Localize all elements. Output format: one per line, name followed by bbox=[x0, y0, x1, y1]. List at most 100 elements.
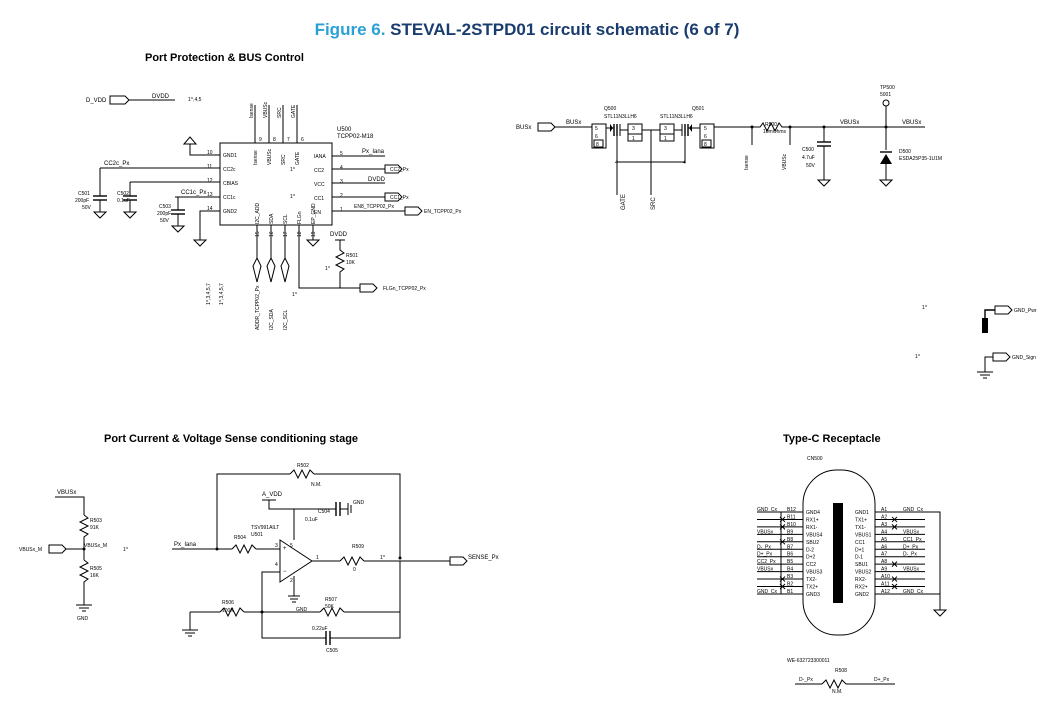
typec-pin-number: B4 bbox=[787, 567, 793, 573]
net-port bbox=[280, 256, 290, 283]
r508-resistor bbox=[821, 678, 847, 690]
typec-pin-number: B12 bbox=[787, 507, 796, 513]
typec-pin-name: D+2 bbox=[806, 555, 816, 561]
cc1c-px-label: CC1c_Px bbox=[181, 190, 206, 196]
r507-ref: R507 bbox=[325, 597, 337, 603]
u500-top-net-label: GATE bbox=[291, 104, 297, 118]
ref-145: 1^,4,5 bbox=[188, 97, 202, 103]
r502-resistor bbox=[289, 468, 315, 480]
isense-net-label: Isense bbox=[744, 155, 750, 170]
typec-pin-number: B1 bbox=[787, 589, 793, 595]
c501-voltage: 50V bbox=[82, 205, 92, 211]
gnd-sign-flag bbox=[992, 352, 1011, 362]
svg-text:−: − bbox=[283, 569, 287, 575]
src-net-label: SRC bbox=[651, 197, 657, 210]
typec-pin-name: GND2 bbox=[855, 592, 869, 598]
sense-gnd2-label: GND bbox=[353, 500, 365, 506]
sense-mark-2: 1^ bbox=[380, 555, 386, 561]
gnd-symbol bbox=[182, 136, 198, 145]
typec-pin-name: RX2+ bbox=[855, 585, 868, 591]
d-vdd-label: D_VDD bbox=[86, 98, 107, 104]
r507-value: 50K bbox=[325, 604, 335, 610]
opamp-ref: U501 bbox=[251, 532, 263, 538]
u500-pin-name: GATE bbox=[295, 151, 301, 165]
r501-mark: 1^ bbox=[325, 266, 331, 272]
sense-px-flag bbox=[449, 556, 468, 566]
typec-pin-name: VBUS4 bbox=[806, 532, 823, 538]
u500-pin-number: 8 bbox=[273, 137, 276, 143]
typec-pin-name: D+1 bbox=[855, 547, 865, 553]
gnd-symbol bbox=[92, 211, 108, 219]
cn500-ref: CN500 bbox=[807, 456, 823, 462]
gnd-symbol bbox=[932, 609, 948, 617]
svg-text:8: 8 bbox=[704, 142, 707, 148]
typec-pin-name: D-1 bbox=[855, 555, 863, 561]
typec-net-label: D+_Px bbox=[903, 544, 919, 550]
typec-pin-number: B6 bbox=[787, 552, 793, 558]
cn500-part: WE-632723300011 bbox=[787, 658, 830, 664]
svg-text:1: 1 bbox=[632, 136, 635, 142]
sense-px-label: SENSE_Px bbox=[468, 555, 499, 561]
r502-value: N.M. bbox=[311, 482, 322, 488]
typec-pin-name: GND1 bbox=[855, 510, 869, 516]
r503-ref: R503 bbox=[90, 518, 102, 524]
u500-pin-name: VCC bbox=[314, 182, 325, 188]
flgn-out-label: FLGn_TCPP02_Px bbox=[383, 286, 426, 292]
net-flag bbox=[384, 164, 403, 174]
tp500-ref: TP500 bbox=[880, 85, 895, 91]
typec-net-label: VBUSx bbox=[903, 529, 920, 535]
u500-pin-number: 10 bbox=[207, 150, 213, 156]
typec-pin-name: TX2+ bbox=[806, 585, 818, 591]
c500-value: 4.7uF bbox=[802, 155, 815, 161]
r501-ref: R501 bbox=[346, 253, 358, 259]
typec-pin-name: SBU2 bbox=[806, 540, 819, 546]
typec-net-label: VBUSx bbox=[757, 567, 774, 573]
typec-pin-number: B7 bbox=[787, 544, 793, 550]
typec-pin-number: B10 bbox=[787, 522, 796, 528]
sense-stage-block: VBUSx R503 91K VBUSx_M VBUSx_M 1^ R505 1… bbox=[19, 463, 499, 654]
gnd-symbol bbox=[816, 179, 832, 187]
sense-gnd-label: GND bbox=[77, 616, 89, 622]
no-connect-mark bbox=[891, 516, 898, 523]
r505-value: 16K bbox=[90, 573, 100, 579]
d500-ref: D500 bbox=[899, 149, 911, 155]
u500-top-net-label: VBUSc bbox=[263, 101, 269, 118]
u500-pin-name: FLGn bbox=[297, 211, 303, 224]
r506-resistor bbox=[219, 606, 245, 618]
vbusx-m-net: VBUSx_M bbox=[84, 543, 107, 549]
typec-pin-number: B3 bbox=[787, 574, 793, 580]
typec-pin-name: RX2- bbox=[855, 577, 867, 583]
u500-mark: 1^ bbox=[290, 167, 296, 173]
u500-pin-number: 15 bbox=[255, 231, 261, 237]
r504-resistor bbox=[231, 543, 257, 555]
u500-pin-number: 14 bbox=[207, 206, 213, 212]
gnd-pwr-label: GND_Pwr bbox=[1014, 308, 1037, 314]
r508-ref: R508 bbox=[835, 668, 847, 674]
ref-1: 1^,3,4,5,7 bbox=[206, 283, 212, 305]
typec-pin-number: B2 bbox=[787, 582, 793, 588]
u500-pin-name: CC2c bbox=[223, 167, 236, 173]
r509-resistor bbox=[339, 555, 365, 567]
u500-pin-number: 16 bbox=[269, 231, 275, 237]
cn500-tongue bbox=[833, 503, 843, 603]
c505-ref: C505 bbox=[326, 648, 338, 654]
u500-pin-number: 2 bbox=[340, 193, 343, 199]
figure-title-text: STEVAL-2STPD01 circuit schematic (6 of 7… bbox=[390, 20, 740, 39]
typec-pin-number: A11 bbox=[881, 582, 890, 588]
r504-ref: R504 bbox=[234, 535, 246, 541]
r500-resistor bbox=[752, 121, 790, 133]
r505-resistor bbox=[78, 559, 90, 605]
typec-pin-number: A9 bbox=[881, 567, 887, 573]
r509-value: 0 bbox=[353, 567, 356, 573]
typec-pin-name: RX1+ bbox=[806, 517, 819, 523]
gnd-connections: 1^ GND_Pwr 1^ GND_Sign bbox=[915, 305, 1037, 379]
typec-net-label: CC2_Px bbox=[757, 559, 776, 565]
opamp-pin-2: 2 bbox=[290, 578, 293, 584]
u500-bottom-net-label: I2C_SCL bbox=[283, 309, 289, 330]
c503-voltage: 50V bbox=[160, 218, 170, 224]
typec-pin-name: CC1 bbox=[855, 540, 865, 546]
net-flag bbox=[404, 206, 423, 216]
u500-pin-name: EN bbox=[314, 210, 321, 216]
